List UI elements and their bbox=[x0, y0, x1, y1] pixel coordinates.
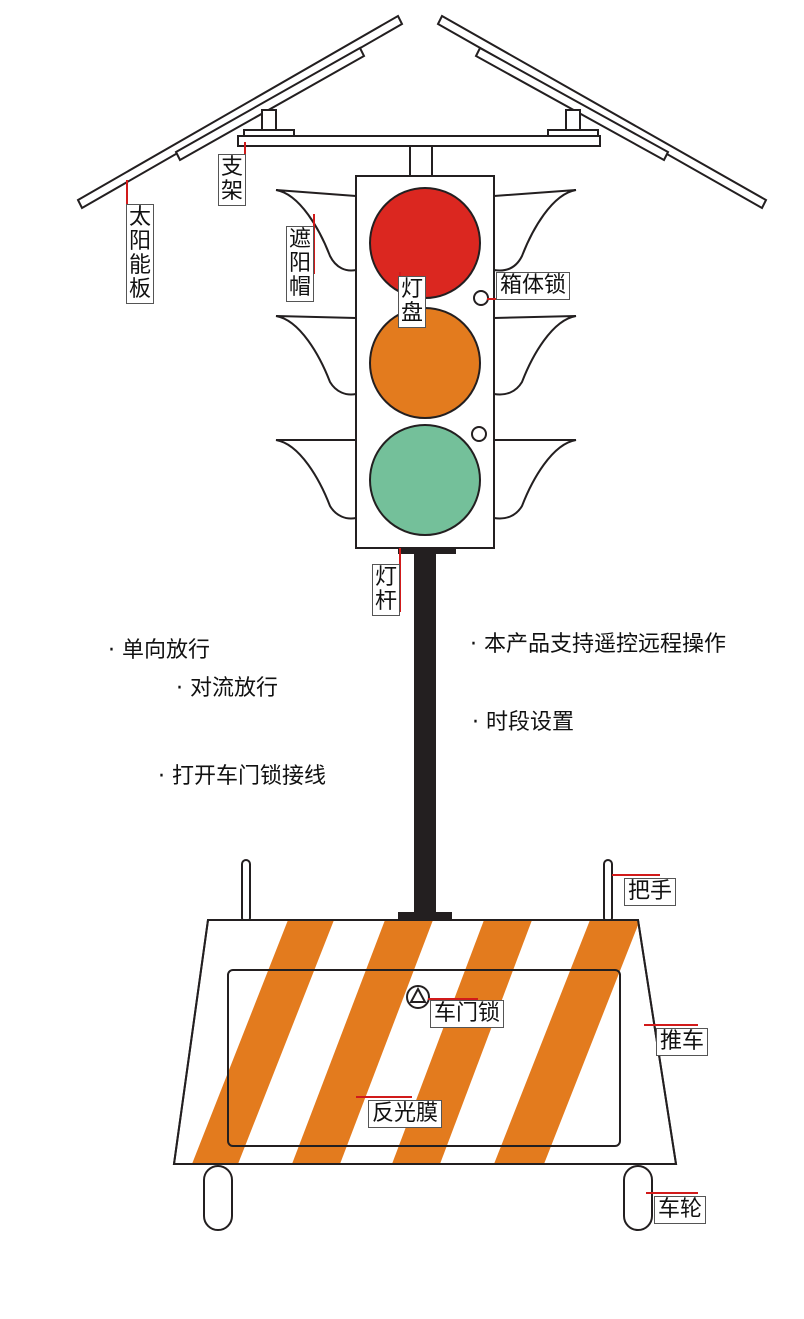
sun-visors bbox=[275, 189, 577, 520]
label-solar-panel: 太阳能板 bbox=[126, 204, 154, 304]
cart-door-panel bbox=[227, 969, 621, 1147]
leader-pole bbox=[399, 548, 401, 612]
label-reflective-film: 反光膜 bbox=[368, 1100, 443, 1128]
wheel-right bbox=[623, 1165, 653, 1231]
green-light bbox=[369, 424, 481, 536]
label-lamp-plate: 灯盘 bbox=[398, 276, 426, 328]
wheel-left bbox=[203, 1165, 233, 1231]
door-lock-icon bbox=[406, 985, 430, 1009]
leader-visor bbox=[313, 214, 315, 274]
feature-two-way: · 对流放行 bbox=[176, 676, 278, 701]
leader-cart bbox=[644, 1024, 698, 1026]
label-visor: 遮阳帽 bbox=[286, 226, 314, 302]
feature-time-period: · 时段设置 bbox=[472, 710, 574, 735]
pole bbox=[414, 552, 436, 916]
bracket bbox=[237, 109, 601, 177]
feature-one-way: · 单向放行 bbox=[108, 638, 210, 663]
solar-panel-left bbox=[76, 14, 404, 210]
label-door-lock: 车门锁 bbox=[430, 1000, 505, 1028]
leader-reflective-film bbox=[356, 1096, 412, 1098]
label-handle: 把手 bbox=[624, 878, 677, 906]
pole-base bbox=[398, 912, 452, 920]
box-lock-hole-lower bbox=[471, 426, 487, 442]
label-wheel: 车轮 bbox=[654, 1196, 707, 1224]
handle-right bbox=[603, 859, 613, 923]
label-cart: 推车 bbox=[656, 1028, 709, 1056]
leader-handle bbox=[612, 874, 660, 876]
box-lock-hole-upper bbox=[473, 290, 489, 306]
leader-wheel bbox=[646, 1192, 698, 1194]
feature-open-lock-wiring: · 打开车门锁接线 bbox=[158, 764, 326, 789]
pole-cap-top bbox=[398, 548, 456, 554]
leader-door-lock bbox=[428, 998, 478, 1000]
feature-remote-control: · 本产品支持遥控远程操作 bbox=[470, 632, 726, 657]
solar-panel-right bbox=[436, 14, 768, 210]
label-bracket: 支架 bbox=[218, 154, 246, 206]
label-pole: 灯杆 bbox=[372, 564, 400, 616]
handle-left bbox=[241, 859, 251, 923]
label-box-lock: 箱体锁 bbox=[496, 272, 571, 300]
cart-outline bbox=[172, 919, 678, 1165]
